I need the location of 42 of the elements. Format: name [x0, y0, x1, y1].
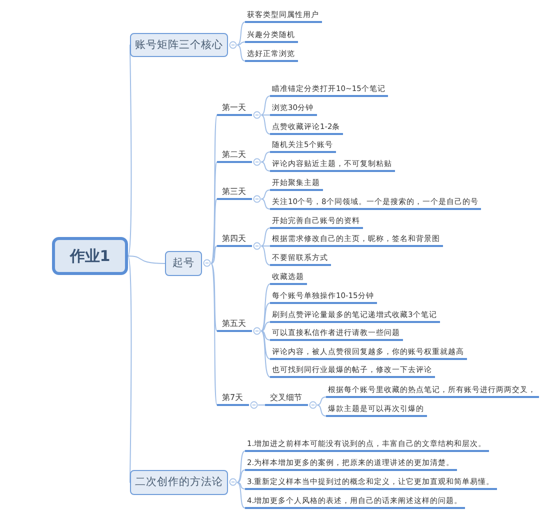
- branch-line: [210, 263, 218, 332]
- branch-line: [260, 228, 270, 246]
- topic-box: 起号: [165, 250, 202, 276]
- branch-line: [260, 284, 270, 332]
- branch-line: [210, 162, 218, 264]
- branch-line: [236, 22, 246, 46]
- branch-line: [260, 330, 270, 340]
- branch-line: [210, 198, 218, 264]
- subtopic-label: 第一天: [217, 102, 252, 116]
- branch-line: [260, 152, 270, 162]
- branch-line: [258, 404, 266, 406]
- branch-line: [260, 246, 270, 266]
- branch-line: [260, 162, 270, 172]
- branch-line: [236, 450, 246, 483]
- branch-line: [236, 44, 246, 62]
- branch-line: [260, 330, 270, 378]
- subtopic-label: 第三天: [217, 186, 252, 200]
- branch-line: [260, 198, 270, 210]
- branch-line: [260, 96, 270, 116]
- topic-box: 二次创作的方法论: [130, 470, 228, 494]
- subtopic-label: 第五天: [217, 318, 252, 332]
- subtopic-label: 第二天: [217, 149, 252, 163]
- branch-line: [260, 114, 270, 134]
- branch-line: [210, 263, 218, 406]
- branch-line: [316, 396, 326, 406]
- branch-line: [236, 482, 246, 508]
- subtopic-label: 第四天: [217, 233, 252, 247]
- branch-line: [210, 246, 218, 264]
- subtopic-label: 第7天: [217, 392, 250, 406]
- branch-line: [236, 482, 246, 490]
- subtopic-label: 交叉细节: [265, 392, 308, 406]
- branch-line: [260, 322, 270, 332]
- branch-line: [236, 42, 246, 46]
- branch-line: [128, 256, 166, 264]
- topic-box: 账号矩阵三个核心: [130, 33, 228, 57]
- branch-line: [236, 470, 246, 483]
- branch-line: [316, 404, 326, 416]
- branch-line: [210, 114, 218, 264]
- branch-line: [260, 302, 270, 332]
- branch-line: [260, 190, 270, 200]
- branch-line: [260, 330, 270, 360]
- central-topic-box: 作业1: [52, 237, 128, 275]
